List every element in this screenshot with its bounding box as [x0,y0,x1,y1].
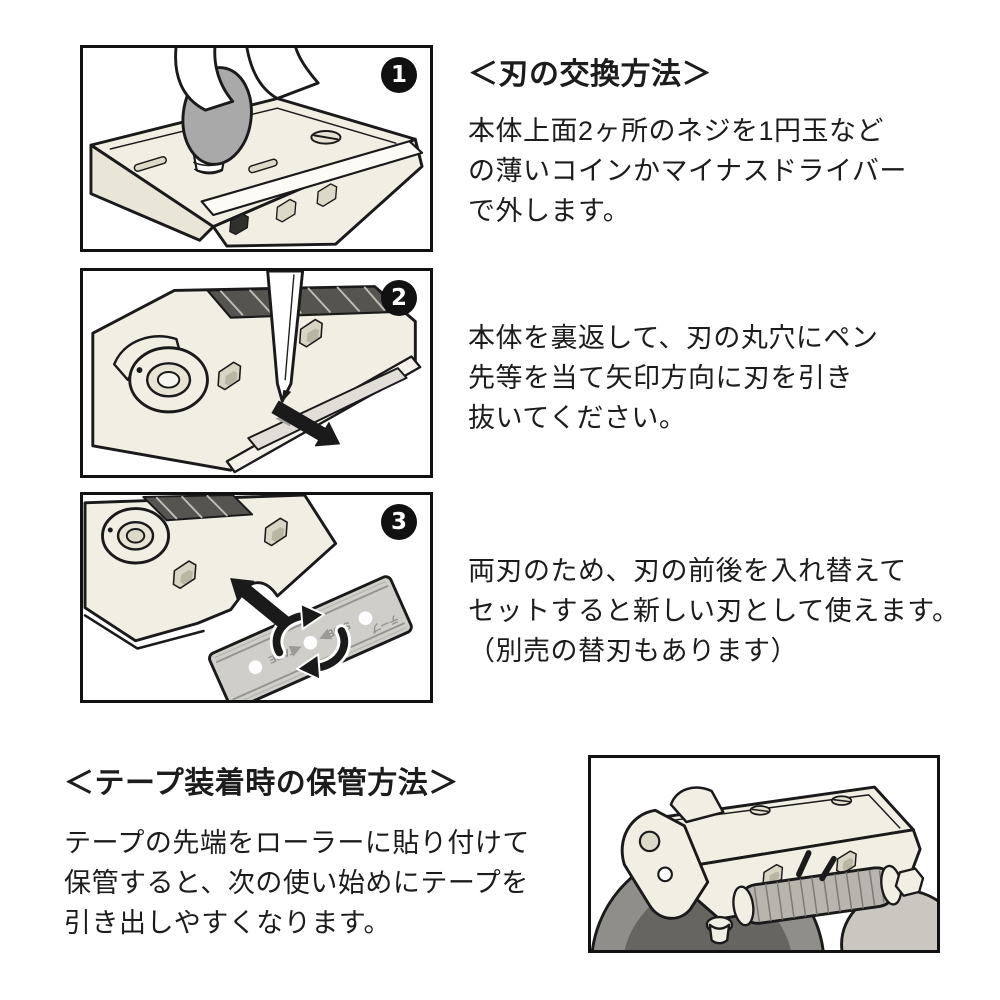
storage-method-text: テープの先端をローラーに貼り付けて 保管すると、次の使い始めにテープを 引き出し… [64,828,530,938]
step-2-text: 本体を裏返して、刃の丸穴にペン 先等を当て矢印方向に刃を引き 抜いてください。 [468,323,879,433]
step-2-pen-push-blade-illustration [91,271,422,474]
storage-method-heading: ＜テープ装着時の保管方法＞ [64,767,459,800]
figure-step-3-box: SIDE TAPE テープ [80,492,433,703]
storage-tape-on-roller-illustration [591,785,937,950]
step-number-badge-2: 2 [381,280,417,316]
step-1-coin-unscrew-illustration [89,48,424,248]
figure-storage-box [588,755,940,953]
step-number-badge-3: 3 [381,504,417,540]
step-3-text: 両刃のため、刃の前後を入れ替えて セットすると新しい刃として使えます。 （別売の… [468,556,960,666]
step-1-text: 本体上面2ヶ所のネジを1円玉など の薄いコインかマイナスドライバー で外します。 [468,116,907,226]
figure-step-1-box: 1 [80,45,433,252]
step-number-badge-1: 1 [381,57,417,93]
step-3-blade-flip-illustration: SIDE TAPE テープ [83,495,413,700]
blade-replacement-heading: ＜刃の交換方法＞ [468,58,712,91]
figure-step-2-box: 2 [80,268,433,478]
